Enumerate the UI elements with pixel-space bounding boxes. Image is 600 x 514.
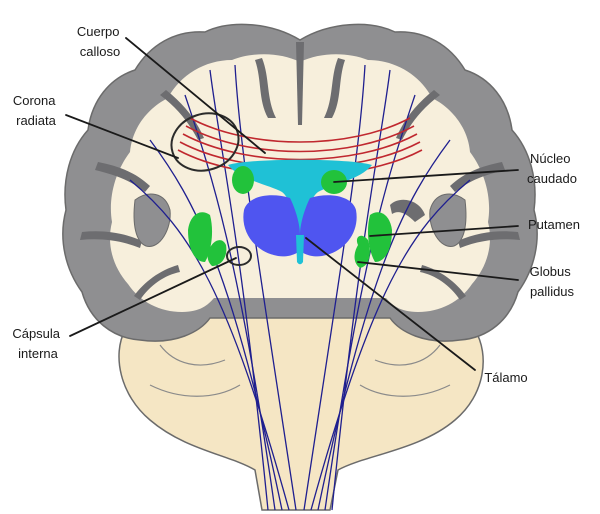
label-internal-capsule: Cápsula interna [12, 326, 63, 361]
leader-corona-radiata [65, 114, 179, 159]
label-corona-radiata: Corona radiata [13, 93, 59, 128]
leader-globus-pallidus [357, 261, 519, 281]
putamen-left [188, 212, 213, 262]
leader-corpus-callosum [125, 37, 266, 154]
caudate-nucleus-left [232, 166, 254, 194]
label-putamen: Putamen [528, 217, 580, 232]
putamen-right [367, 212, 392, 262]
globus-pallidus-right [354, 235, 370, 268]
leader-internal-capsule [69, 257, 237, 337]
label-thalamus: Tálamo [484, 370, 527, 385]
globus-pallidus-left [207, 240, 227, 266]
label-corpus-callosum: Cuerpo calloso [77, 24, 123, 59]
leader-putamen [369, 225, 519, 237]
leader-caudate-nucleus [333, 169, 519, 183]
label-caudate-nucleus: Núcleo caudado [527, 151, 577, 186]
corpus-callosum-fibers [177, 117, 423, 177]
corona-radiata-highlight [170, 112, 240, 172]
internal-capsule-highlight [226, 246, 252, 266]
leader-thalamus [305, 237, 476, 371]
label-globus-pallidus: Globus pallidus [530, 264, 575, 299]
thalamus [243, 195, 357, 257]
